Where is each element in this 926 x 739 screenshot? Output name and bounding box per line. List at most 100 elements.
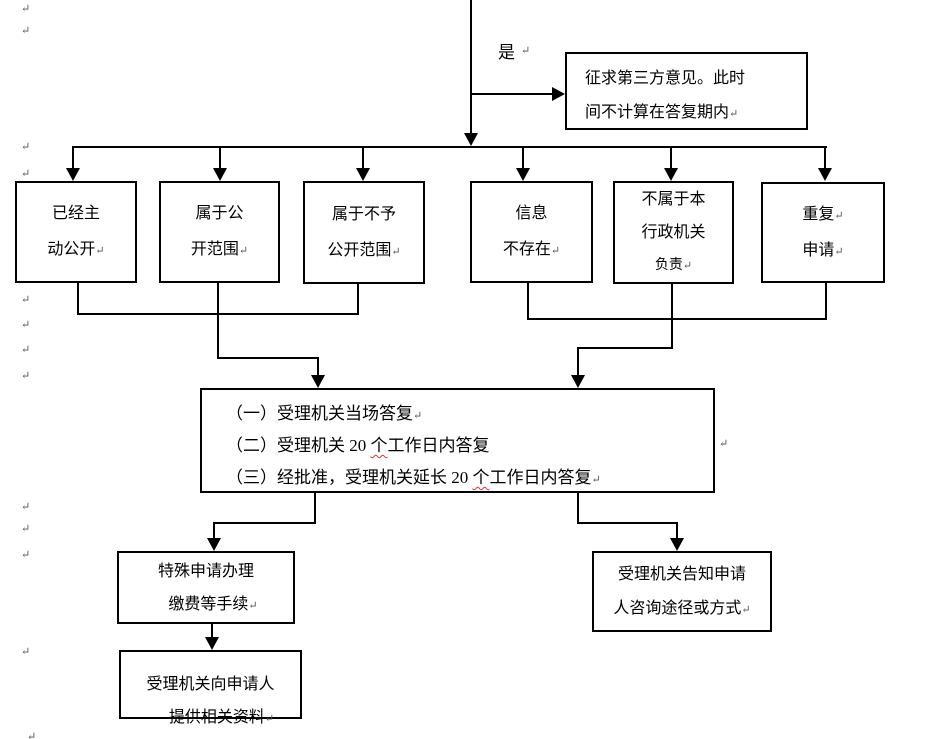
paragraph-mark-icon: ↵ [682,260,693,272]
paragraph-mark-icon: ↵ [264,713,275,725]
paragraph-mark-icon: ↵ [21,319,31,331]
paragraph-mark-icon: ↵ [21,501,31,513]
connector-reply-left-elbow [213,522,316,524]
arrowhead-drop-6-icon [818,168,832,181]
connector-left-into-reply [317,357,319,376]
arrowhead-left-reply-icon [311,375,325,388]
connector-drop-5 [670,146,672,169]
connector-top-rail [72,146,827,148]
connector-right-elbow [577,347,673,349]
connector-third-party [472,93,554,95]
paragraph-mark-icon: ↵ [21,141,31,153]
box-line: 行政机关 [641,224,706,241]
box-line: 信息 [515,205,548,222]
paragraph-mark-icon: ↵ [834,245,844,258]
box-line: 人咨询途径或方式↵ [613,599,751,617]
box-line: 已经主 [51,205,100,222]
box-line: 属于不予 [331,205,396,223]
paragraph-mark-icon: ↵ [21,3,31,15]
paragraph-mark-icon: ↵ [248,599,258,612]
box-info-not-exist: 信息 不存在↵ [470,181,593,283]
box-line: 开范围↵ [190,241,249,258]
connector-into-provide [211,624,213,639]
connector-b2-down [217,283,219,359]
paragraph-mark-icon: ↵ [21,523,31,535]
connector-b1-down [77,283,79,315]
box-line: 申请↵ [802,241,844,259]
box-line: （二）受理机关 20 个工作日内答复 [226,436,490,455]
paragraph-mark-icon: ↵ [413,410,423,422]
connector-b6-down [825,283,827,320]
box-line: 征求第三方意见。此时 [585,70,746,87]
box-line: 属于公 [195,205,244,222]
connector-b3-down [357,283,359,315]
box-line: 提供相关资料↵ [168,709,275,726]
connector-drop-1 [72,146,74,169]
arrowhead-drop-2-icon [213,168,227,181]
connector-drop-6 [824,146,826,169]
paragraph-mark-icon: ↵ [741,603,751,616]
paragraph-mark-icon: ↵ [21,294,31,306]
box-special-procedure: 特殊申请办理 缴费等手续↵ [117,551,295,624]
paragraph-mark-icon: ↵ [21,549,31,561]
arrowhead-right-reply-icon [571,375,585,388]
box-line: 动公开↵ [47,241,105,258]
connector-main-vertical [470,0,472,134]
box-reply-options: （一）受理机关当场答复↵ （二）受理机关 20 个工作日内答复 （三）经批准，受… [200,388,715,493]
box-line: 间不计算在答复期内↵ [585,104,739,121]
connector-reply-right-elbow [577,522,678,524]
arrowhead-drop-4-icon [516,168,530,181]
paragraph-mark-icon: ↵ [729,108,739,120]
paragraph-mark-icon: ↵ [95,245,105,257]
box-line: 负责↵ [654,258,693,273]
box-line: 缴费等手续↵ [168,595,258,613]
arrowhead-drop-1-icon [66,168,80,181]
arrowhead-notify-icon [670,538,684,551]
spellcheck-underline: 个 [370,436,388,455]
box-line: 不存在↵ [502,241,561,258]
box-line: 重复↵ [802,205,844,223]
box-public-scope: 属于公 开范围↵ [159,181,280,283]
box-repeat-apply: 重复↵ 申请↵ [761,182,885,283]
paragraph-mark-icon: ↵ [550,245,561,257]
box-line: 受理机关告知申请 [617,565,746,583]
paragraph-mark-icon: ↵ [27,731,37,739]
paragraph-mark-icon: ↵ [21,168,31,180]
arrowhead-third-party-icon [552,87,565,101]
arrowhead-drop-3-icon [356,168,370,181]
box-line: 受理机关向申请人 [146,676,275,693]
connector-drop-3 [362,146,364,169]
box-line: （三）经批准，受理机关延长 20 个工作日内答复↵ [226,468,601,487]
connector-right-join [527,318,827,320]
paragraph-mark-icon: ↵ [591,474,601,486]
paragraph-mark-icon: ↵ [719,438,729,450]
paragraph-mark-icon: ↵ [21,646,31,658]
connector-into-special [213,522,215,539]
connector-right-into-reply [577,347,579,376]
paragraph-mark-icon: ↵ [521,45,531,57]
paragraph-mark-icon: ↵ [21,344,31,356]
connector-b5-down [671,283,673,349]
box-line: 特殊申请办理 [157,562,254,580]
spellcheck-underline: 个 [472,468,490,487]
box-provide-material: 受理机关向申请人 提供相关资料↵ [119,650,302,726]
box-not-public-scope: 属于不予 公开范围↵ [303,181,425,284]
paragraph-mark-icon: ↵ [21,370,31,382]
arrowhead-main-down-icon [464,133,478,146]
box-line: 不属于本 [641,191,706,208]
box-third-party-opinion: 征求第三方意见。此时 间不计算在答复期内↵ [565,52,808,130]
paragraph-mark-icon: ↵ [834,209,844,222]
arrowhead-provide-icon [205,637,219,650]
box-line: 公开范围↵ [327,241,401,259]
arrowhead-drop-5-icon [664,168,678,181]
paragraph-mark-icon: ↵ [238,245,249,257]
box-line: （一）受理机关当场答复↵ [226,404,423,423]
box-already-public: 已经主 动公开↵ [15,181,137,283]
connector-reply-left-down [314,493,316,524]
paragraph-mark-icon: ↵ [391,245,401,258]
connector-drop-2 [219,146,221,169]
connector-drop-4 [522,146,524,169]
connector-left-elbow [217,357,319,359]
connector-b4-down [527,283,529,320]
